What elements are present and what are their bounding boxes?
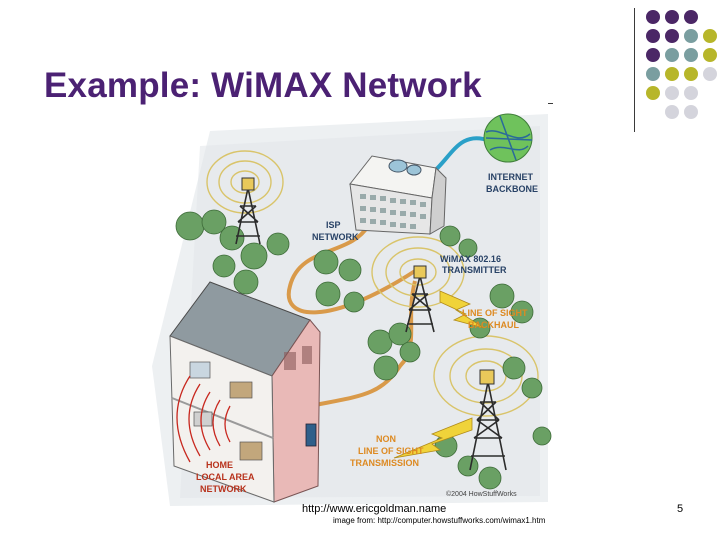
figure-label-home-lan: LOCAL AREA	[196, 472, 255, 482]
decor-dot	[684, 10, 698, 24]
figure-label-wimax-transmitter: WiMAX 802.16	[440, 254, 501, 264]
figure-label-home-lan: NETWORK	[200, 484, 247, 494]
decor-dot	[703, 67, 717, 81]
decorative-dots	[646, 10, 722, 120]
decor-dot	[665, 48, 679, 62]
figure-label-line-of-sight: LINE OF SIGHT	[462, 308, 528, 318]
decor-dot	[684, 48, 698, 62]
decor-dot	[665, 10, 679, 24]
decor-dot	[703, 29, 717, 43]
decor-dot	[665, 105, 679, 119]
figure-label-line-of-sight: BACKHAUL	[468, 320, 519, 330]
figure-label-isp-network: ISP	[326, 220, 341, 230]
wimax-illustration: INTERNET BACKBONE ISP NETWORK WiMAX 802.…	[150, 106, 552, 510]
figure-label-internet-backbone: BACKBONE	[486, 184, 538, 194]
slide-title: Example: WiMAX Network	[44, 66, 482, 105]
decor-dot	[646, 10, 660, 24]
decor-dot	[684, 29, 698, 43]
decor-dot	[665, 67, 679, 81]
figure-label-isp-network: NETWORK	[312, 232, 359, 242]
figure-label-wimax-transmitter: TRANSMITTER	[442, 265, 507, 275]
image-credit: image from: http://computer.howstuffwork…	[333, 516, 546, 525]
footer-url[interactable]: http://www.ericgoldman.name	[302, 503, 447, 515]
horizontal-divider	[548, 103, 553, 104]
decor-dot	[703, 48, 717, 62]
decor-dot	[646, 48, 660, 62]
decor-dot	[684, 67, 698, 81]
page-number: 5	[677, 503, 684, 515]
decor-dot	[684, 105, 698, 119]
decor-dot	[646, 67, 660, 81]
figure-label-non-line-of-sight: LINE OF SIGHT	[358, 446, 424, 456]
decor-dot	[646, 86, 660, 100]
figure-copyright: ©2004 HowStuffWorks	[446, 490, 517, 498]
figure-label-internet-backbone: INTERNET	[488, 172, 534, 182]
figure-label-non-line-of-sight: TRANSMISSION	[350, 458, 419, 468]
decor-dot	[684, 86, 698, 100]
figure-label-home-lan: HOME	[206, 460, 233, 470]
decor-dot	[665, 29, 679, 43]
figure-label-non-line-of-sight: NON	[376, 434, 396, 444]
vertical-divider	[634, 8, 635, 132]
decor-dot	[646, 29, 660, 43]
decor-dot	[665, 86, 679, 100]
